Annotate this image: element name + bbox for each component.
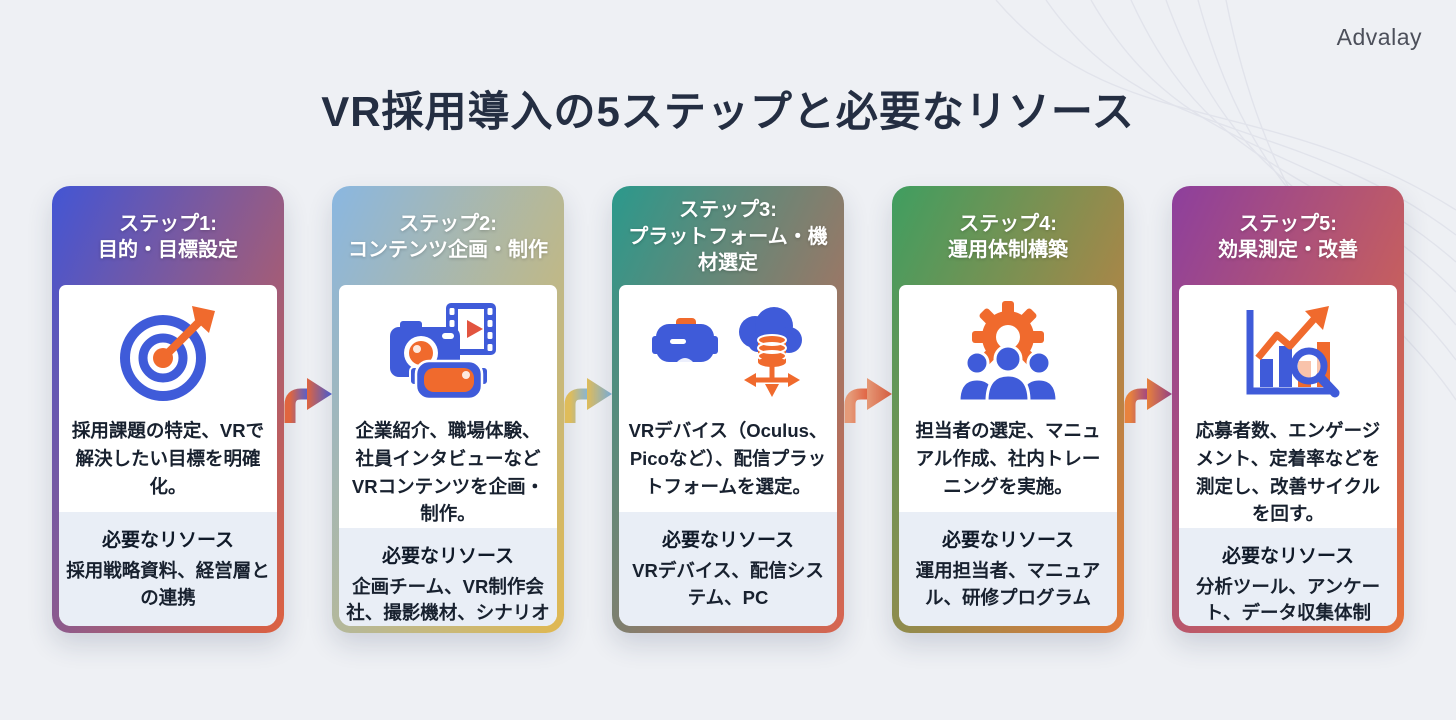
step-4-resource-list: 運用担当者、マニュアル、研修プログラム [915, 560, 1101, 608]
step-5-label: ステップ5: [1239, 212, 1337, 235]
step-1-label: ステップ1: [119, 212, 217, 235]
step-4-header: ステップ4: 運用体制構築 [899, 193, 1117, 285]
step-1-header: ステップ1: 目的・目標設定 [59, 193, 277, 285]
step-2-resource-list: 企画チーム、VR制作会社、撮影機材、シナリオ [346, 576, 550, 624]
step-card-4: ステップ4: 運用体制構築 [892, 186, 1124, 633]
target-dart-icon [59, 285, 277, 409]
step-card-5: ステップ5: 効果測定・改善 応募者数、エンゲージメント、定着率などを測定し、改… [1172, 186, 1404, 633]
brand-logo: Advalay [1336, 24, 1422, 50]
resources-label: 必要なリソース [101, 530, 235, 552]
step-card-2: ステップ2: コンテンツ企画・制作 [332, 186, 564, 633]
step-1-resources: 必要なリソース 採用戦略資料、経営層との連携 [59, 512, 277, 626]
step-5-resource-list: 分析ツール、アンケート、データ収集体制 [1195, 576, 1381, 624]
step-2-resources: 必要なリソース 企画チーム、VR制作会社、撮影機材、シナリオ [339, 528, 557, 626]
step-2-title: コンテンツ企画・制作 [348, 239, 548, 261]
step-4-resources: 必要なリソース 運用担当者、マニュアル、研修プログラム [899, 512, 1117, 626]
step-2-description: 企業紹介、職場体験、社員インタビューなどVRコンテンツを企画・制作。 [351, 420, 545, 525]
chart-magnifier-icon [1179, 285, 1397, 409]
resources-label: 必要なリソース [381, 546, 515, 567]
step-3-resource-list: VRデバイス、配信システム、PC [632, 560, 824, 608]
camera-film-vr-icon [339, 285, 557, 409]
vr-cloud-database-icon [619, 285, 837, 409]
resources-label: 必要なリソース [1221, 546, 1355, 567]
step-3-title: プラットフォーム・機材選定 [628, 225, 828, 275]
step-4-description: 担当者の選定、マニュアル作成、社内トレーニングを実施。 [915, 420, 1101, 497]
arrow-step4-to-step5 [1124, 370, 1172, 633]
step-5-title: 効果測定・改善 [1218, 239, 1358, 261]
gear-team-icon [899, 285, 1117, 409]
resources-label: 必要なリソース [661, 530, 795, 552]
step-3-resources: 必要なリソース VRデバイス、配信システム、PC [619, 512, 837, 626]
step-4-title: 運用体制構築 [948, 239, 1068, 261]
step-5-header: ステップ5: 効果測定・改善 [1179, 193, 1397, 285]
step-3-description: VRデバイス（Oculus、Picoなど）、配信プラットフォームを選定。 [628, 420, 828, 497]
step-1-title: 目的・目標設定 [98, 239, 238, 261]
step-1-resource-list: 採用戦略資料、経営層との連携 [66, 560, 270, 608]
step-3-label: ステップ3: [679, 199, 777, 222]
step-card-3: ステップ3: プラットフォーム・機材選定 [612, 186, 844, 633]
step-1-description: 採用課題の特定、VRで解決したい目標を明確化。 [71, 420, 265, 497]
step-2-label: ステップ2: [399, 212, 497, 235]
step-5-description: 応募者数、エンゲージメント、定着率などを測定し、改善サイクルを回す。 [1195, 420, 1381, 525]
step-card-1: ステップ1: 目的・目標設定 採用課題の特定、VRで解決したい目標を明確化。 必… [52, 186, 284, 633]
resources-label: 必要なリソース [941, 530, 1075, 552]
step-3-header: ステップ3: プラットフォーム・機材選定 [619, 193, 837, 285]
step-5-resources: 必要なリソース 分析ツール、アンケート、データ収集体制 [1179, 528, 1397, 626]
arrow-step2-to-step3 [564, 370, 612, 633]
page-title: VR採用導入の5ステップと必要なリソース [321, 88, 1135, 135]
arrow-step1-to-step2 [284, 370, 332, 633]
arrow-step3-to-step4 [844, 370, 892, 633]
step-2-header: ステップ2: コンテンツ企画・制作 [339, 193, 557, 285]
step-4-label: ステップ4: [959, 212, 1057, 235]
steps-row: ステップ1: 目的・目標設定 採用課題の特定、VRで解決したい目標を明確化。 必… [52, 186, 1404, 633]
